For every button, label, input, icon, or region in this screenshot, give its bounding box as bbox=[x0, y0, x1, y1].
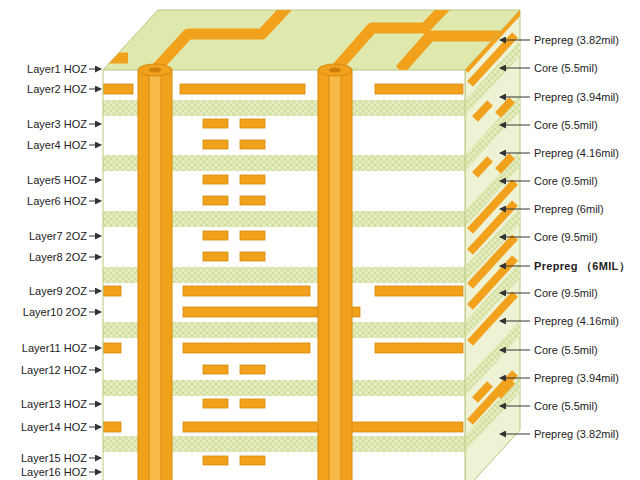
via-top bbox=[318, 64, 352, 76]
dielectric-label: Prepreg (3.82mil) bbox=[534, 428, 619, 441]
layer-label: Layer14 HOZ bbox=[21, 421, 87, 434]
via-hole bbox=[149, 68, 161, 73]
via bbox=[138, 70, 352, 480]
via-top bbox=[138, 64, 172, 76]
dielectric-label: Core (5.5mil) bbox=[534, 62, 598, 75]
layer-label: Layer2 HOZ bbox=[27, 83, 87, 96]
layer-label: Layer7 2OZ bbox=[29, 230, 87, 243]
top-traces bbox=[103, 2, 520, 70]
dielectric-label: Core (9.5mil) bbox=[534, 175, 598, 188]
side-face bbox=[465, 10, 520, 480]
layer-label: Layer5 HOZ bbox=[27, 174, 87, 187]
layer-label: Layer13 HOZ bbox=[21, 398, 87, 411]
layer-label: Layer1 HOZ bbox=[27, 63, 87, 76]
side-layers bbox=[465, 10, 520, 452]
layer-label: Layer15 HOZ bbox=[21, 452, 87, 465]
layer-label: Layer9 2OZ bbox=[29, 285, 87, 298]
front-face bbox=[103, 70, 465, 480]
dielectric-label: Prepreg (4.16mil) bbox=[534, 315, 619, 328]
layer-label: Layer3 HOZ bbox=[27, 118, 87, 131]
leader-arrows-left bbox=[89, 69, 101, 472]
layer-label: Layer16 HOZ bbox=[21, 466, 87, 479]
layer-label: Layer10 2OZ bbox=[23, 306, 87, 319]
dielectric-label: Prepreg (4.16mil) bbox=[534, 147, 619, 160]
dielectric-label: Prepreg (3.94mil) bbox=[534, 91, 619, 104]
layer-label: Layer11 HOZ bbox=[22, 342, 87, 355]
dielectric-label: Core (9.5mil) bbox=[534, 287, 598, 300]
dielectric-label: Prepreg (3.94mil) bbox=[534, 372, 619, 385]
leader-arrows-right bbox=[500, 40, 530, 434]
dielectric-label: Core (5.5mil) bbox=[534, 400, 598, 413]
layer-label: Layer12 HOZ bbox=[21, 364, 87, 377]
dielectric-label: Core (5.5mil) bbox=[534, 344, 598, 357]
dielectric-label: Core (9.5mil) bbox=[534, 231, 598, 244]
dielectric-label: Prepreg （6MIL） bbox=[534, 260, 630, 273]
dielectric-label: Prepreg (3.82mil) bbox=[534, 34, 619, 47]
via-hole bbox=[329, 68, 341, 73]
layer-label: Layer6 HOZ bbox=[27, 195, 87, 208]
dielectric-label: Prepreg (6mil) bbox=[534, 203, 604, 216]
layer-label: Layer8 2OZ bbox=[29, 251, 87, 264]
dielectric-label: Core (5.5mil) bbox=[534, 119, 598, 132]
layer-label: Layer4 HOZ bbox=[27, 139, 87, 152]
